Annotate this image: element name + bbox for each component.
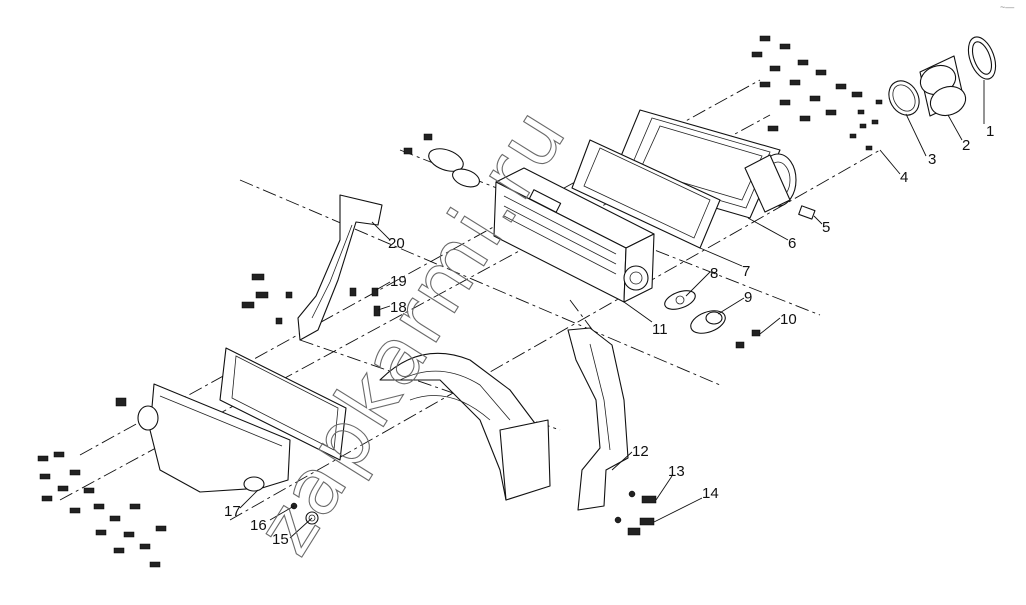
callout-12: 12	[632, 443, 649, 460]
part-6-outlet-flange	[611, 109, 797, 219]
callout-7: 7	[742, 263, 750, 280]
fan-shroud	[379, 352, 551, 501]
part-13-14-bolts	[614, 490, 657, 536]
callout-11: 11	[652, 321, 668, 338]
corner-mark: ~—	[1000, 2, 1014, 12]
top-right-screw-field	[751, 35, 863, 132]
intake-gasket-frame	[219, 347, 347, 461]
callout-9: 9	[744, 289, 752, 306]
part-12-bracket	[567, 327, 629, 511]
part-8-gasket-small	[664, 290, 696, 310]
part-3-4-fasteners	[849, 99, 883, 151]
part-10-bolt	[735, 329, 761, 349]
leader-lines	[239, 80, 985, 539]
part-1-sleeve	[919, 36, 997, 117]
part-20-bracket	[297, 194, 383, 341]
callout-14: 14	[702, 485, 719, 502]
callout-18: 18	[390, 299, 407, 316]
part-11-main-housing	[493, 167, 655, 303]
part-18-19-screws	[349, 287, 381, 317]
callout-2: 2	[962, 137, 970, 154]
callout-6: 6	[788, 235, 796, 252]
callout-3: 3	[928, 151, 936, 168]
watermark: zapkarmi.ru	[240, 91, 586, 570]
callout-4: 4	[900, 169, 908, 186]
part-9-pipe-flange	[690, 310, 726, 334]
callout-8: 8	[710, 265, 718, 282]
callout-17: 17	[224, 503, 241, 520]
left-screw-cluster	[241, 273, 293, 325]
part-2-clamp-ring	[888, 80, 920, 116]
callout-13: 13	[668, 463, 685, 480]
callout-10: 10	[780, 311, 797, 328]
callout-1: 1	[986, 123, 994, 140]
upper-pipe-flange	[403, 133, 480, 188]
callout-19: 19	[390, 273, 407, 290]
callout-20: 20	[388, 235, 405, 252]
callout-15: 15	[272, 531, 289, 548]
part-5-fitting	[798, 205, 816, 220]
callout-labels: 1 2 3 4 5 6 7 8 9 10 11 12 13 14 15 16 1…	[224, 123, 994, 548]
callout-16: 16	[250, 517, 267, 534]
intake-housing	[115, 383, 291, 493]
callout-5: 5	[822, 219, 830, 236]
lower-left-screw-field	[37, 451, 167, 568]
